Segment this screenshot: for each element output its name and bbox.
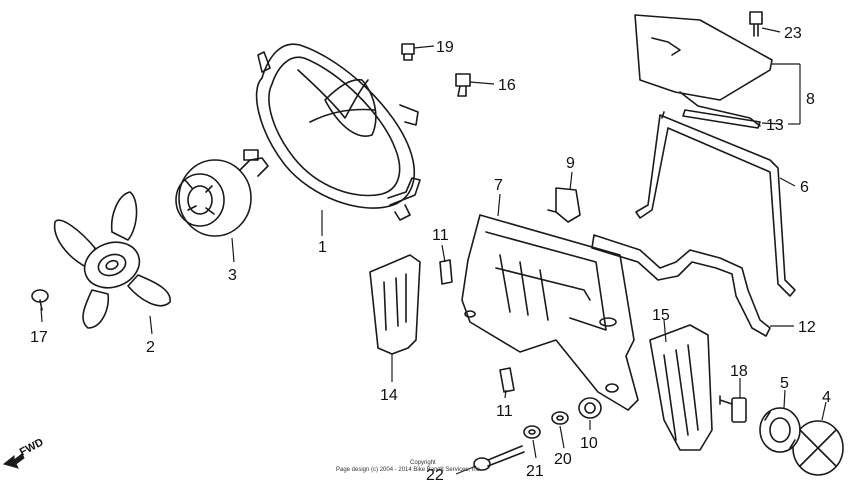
callout-3: 3 <box>228 267 237 284</box>
bolt-17-part <box>31 289 49 311</box>
copyright-notice: Page design (c) 2004 - 2014 Bike Bandit … <box>336 467 482 473</box>
baffle-plate-part <box>461 214 639 411</box>
clip-part <box>547 187 581 223</box>
sensor-part <box>455 73 471 97</box>
callout-11-upper: 11 <box>432 227 449 244</box>
washer-21-part <box>523 425 541 439</box>
callout-22: 22 <box>426 467 444 484</box>
long-bolt-part <box>473 445 525 471</box>
grommet-part <box>578 397 602 419</box>
bolt-23-part <box>749 11 763 37</box>
callout-7: 7 <box>494 177 503 194</box>
callout-16: 16 <box>498 77 516 94</box>
cap-part <box>792 420 844 476</box>
callout-11-lower: 11 <box>496 403 513 420</box>
callout-5: 5 <box>780 375 789 392</box>
callout-4: 4 <box>822 389 831 406</box>
nipple-part <box>401 43 415 61</box>
callout-18: 18 <box>730 363 748 380</box>
frame-bracket-part <box>635 111 796 297</box>
leader-lines <box>40 27 827 475</box>
cooling-fan-part <box>53 191 171 329</box>
spacer-part <box>719 395 747 423</box>
callout-6: 6 <box>800 179 809 196</box>
callout-15: 15 <box>652 307 670 324</box>
callout-14: 14 <box>380 387 398 404</box>
callout-19: 19 <box>436 39 454 56</box>
forward-arrow-indicator: FWD <box>2 436 46 469</box>
upper-bracket-part <box>634 14 773 127</box>
callout-2: 2 <box>146 339 155 356</box>
callout-10: 10 <box>580 435 598 452</box>
callout-17: 17 <box>30 329 48 346</box>
copyright-title: Copyright <box>410 460 436 466</box>
callout-20: 20 <box>554 451 572 468</box>
seal-strip-part <box>591 234 771 337</box>
callout-23: 23 <box>784 25 802 42</box>
fan-motor-part <box>175 149 269 237</box>
left-side-guide-part <box>369 254 421 355</box>
callout-21: 21 <box>526 463 544 480</box>
upper-grommet-part <box>439 259 453 285</box>
callout-1: 1 <box>318 239 327 256</box>
bushing-part <box>759 407 801 453</box>
callout-8: 8 <box>806 91 815 108</box>
forward-arrow-icon <box>2 453 25 469</box>
rubber-strip-part <box>682 109 761 129</box>
callout-9: 9 <box>566 155 575 172</box>
washer-20-part <box>551 411 569 425</box>
fwd-label: FWD <box>18 436 46 458</box>
right-side-guide-part <box>649 324 713 451</box>
callout-12: 12 <box>798 319 816 336</box>
callout-13: 13 <box>766 117 784 134</box>
lower-grommet-part <box>499 367 515 393</box>
fan-shroud-part <box>255 43 421 221</box>
